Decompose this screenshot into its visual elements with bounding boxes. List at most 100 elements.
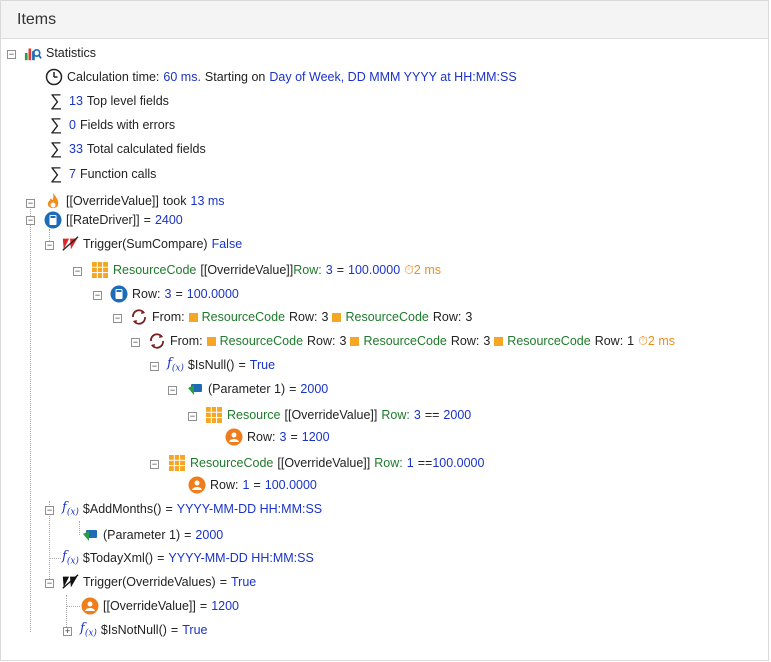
resource-num: 3: [413, 408, 421, 422]
resourcecode-2-eq: ==: [417, 456, 433, 470]
expander-trigger-sumcompare[interactable]: −: [45, 240, 54, 250]
from-1-label: From:: [152, 310, 185, 324]
ratedriver-node[interactable]: [[RateDriver]] = 2400: [44, 210, 183, 230]
total-count: 33: [69, 142, 83, 156]
grid-icon: [188, 312, 198, 322]
cycle-icon: [148, 332, 166, 350]
trigger-sumcompare-label: Trigger(SumCompare): [83, 237, 208, 251]
flame-icon: [44, 192, 62, 210]
param-1-value: 2000: [300, 382, 329, 396]
row-3-eq: =: [253, 478, 261, 492]
resourcecode-1-name: ResourceCode: [113, 263, 197, 277]
fn-count: 7: [69, 167, 76, 181]
resourcecode-1-eq: =: [336, 263, 345, 277]
grid-icon: [332, 312, 342, 322]
todayxml-eq: =: [157, 551, 165, 565]
calculator-icon: [110, 285, 128, 303]
from-1-num: 3: [321, 310, 329, 324]
override-2-value: 1200: [211, 599, 239, 613]
override-2-eq: =: [199, 599, 208, 613]
isnull-node[interactable]: f(x) $IsNull() = True: [167, 355, 275, 375]
row-node-3[interactable]: Row: 1 = 100.0000: [188, 475, 317, 495]
row-2-eq: =: [290, 430, 298, 444]
addmonths-node[interactable]: f(x) $AddMonths() = YYYY-MM-DD HH:MM:SS: [62, 499, 322, 519]
override-ms: 13 ms: [190, 194, 225, 208]
tree-line: [49, 229, 50, 241]
tree-line: [49, 501, 50, 583]
grid-icon: [168, 454, 186, 472]
param-node-2[interactable]: (Parameter 1) = 2000: [81, 525, 223, 545]
expander-ratedriver[interactable]: −: [26, 215, 35, 225]
resourcecode-node-2[interactable]: ResourceCode [[OverrideValue]] Row: 1 ==…: [168, 453, 484, 473]
timer-icon: ⏱: [638, 333, 648, 348]
isnotnull-node[interactable]: f(x) $IsNotNull() = True: [80, 620, 207, 640]
calc-prefix: Calculation time:: [67, 70, 160, 84]
grid-icon: [206, 336, 216, 346]
resource-node[interactable]: Resource [[OverrideValue]] Row: 3 == 200…: [205, 405, 471, 425]
timer-icon: ⏱: [404, 262, 414, 277]
addmonths-eq: =: [165, 502, 173, 516]
row-3-value: 100.0000: [264, 478, 317, 492]
from-2-num2: 3: [483, 334, 491, 348]
trigger-sumcompare-node[interactable]: Trigger(SumCompare) False: [61, 234, 242, 254]
resourcecode-1-rownum: 3: [325, 263, 333, 277]
calculator-icon: [44, 211, 62, 229]
expander-isnull[interactable]: −: [150, 361, 159, 371]
expander-isnotnull[interactable]: +: [63, 626, 72, 636]
clock-icon: [45, 68, 63, 86]
trigger-overridevalues-label: Trigger(OverrideValues): [83, 575, 216, 589]
override-timing-node[interactable]: [[OverrideValue]] took 13 ms: [44, 191, 225, 211]
todayxml-node[interactable]: f(x) $TodayXml() = YYYY-MM-DD HH:MM:SS: [62, 548, 314, 568]
expander-override[interactable]: −: [26, 198, 35, 208]
resourcecode-node-1[interactable]: ResourceCode [[OverrideValue]] Row: 3 = …: [91, 260, 441, 280]
resource-name: Resource: [227, 408, 281, 422]
expander-row-1[interactable]: −: [93, 290, 102, 300]
resource-row-icon: [188, 476, 206, 494]
from-node-1[interactable]: From: ResourceCode Row: 3 ResourceCode R…: [130, 307, 472, 327]
isnull-eq: =: [238, 358, 246, 372]
row-1-eq: =: [175, 287, 183, 301]
row-1-label: Row:: [132, 287, 161, 301]
from-1-rc: ResourceCode: [201, 310, 286, 324]
tree-line: [66, 606, 80, 607]
expander-resource[interactable]: −: [188, 411, 197, 421]
todayxml-value: YYYY-MM-DD HH:MM:SS: [168, 551, 314, 565]
param-node-1[interactable]: (Parameter 1) = 2000: [186, 379, 328, 399]
sigma-icon: ∑: [49, 91, 63, 110]
isnotnull-eq: =: [170, 623, 179, 637]
from-2-row3: Row:: [594, 334, 624, 348]
resourcecode-2-num: 1: [406, 456, 414, 470]
resource-value: 2000: [443, 408, 472, 422]
from-1-num2: 3: [465, 310, 473, 324]
expander-resourcecode-1[interactable]: −: [73, 266, 82, 276]
from-2-rc2: ResourceCode: [363, 334, 447, 348]
row-1-value: 100.0000: [186, 287, 239, 301]
expander-addmonths[interactable]: −: [45, 505, 54, 515]
expander-trigger-overridevalues[interactable]: −: [45, 578, 54, 588]
expander-from-2[interactable]: −: [131, 337, 140, 347]
from-2-rc3: ResourceCode: [507, 334, 591, 348]
expander-from-1[interactable]: −: [113, 313, 122, 323]
stat-top-level: ∑ 13 Top level fields: [47, 91, 169, 111]
top-label: Top level fields: [86, 94, 169, 108]
grid-icon: [350, 336, 360, 346]
expander-resourcecode-2[interactable]: −: [150, 459, 159, 469]
resourcecode-2-name: ResourceCode: [190, 456, 274, 470]
function-icon: f(x): [62, 500, 79, 518]
row-node-1[interactable]: Row: 3 = 100.0000: [110, 284, 239, 304]
expander-param-1[interactable]: −: [168, 385, 177, 395]
function-icon: f(x): [62, 549, 79, 567]
trigger-overridevalues-node[interactable]: Trigger(OverrideValues) = True: [61, 572, 256, 592]
override-value-node[interactable]: [[OverrideValue]] = 1200: [81, 596, 239, 616]
resourcecode-2-row: Row:: [374, 456, 403, 470]
todayxml-fn: $TodayXml(): [82, 551, 154, 565]
statistics-node[interactable]: Statistics: [24, 43, 96, 63]
row-node-2[interactable]: Row: 3 = 1200: [225, 427, 330, 447]
from-2-num3: 1: [627, 334, 635, 348]
isnotnull-fn: $IsNotNull(): [100, 623, 167, 637]
parameter-icon: [81, 526, 99, 544]
ratedriver-value: 2400: [154, 213, 183, 227]
expander-statistics[interactable]: −: [7, 49, 16, 59]
from-node-2[interactable]: From: ResourceCode Row: 3 ResourceCode R…: [148, 331, 675, 351]
from-2-row2: Row:: [450, 334, 480, 348]
